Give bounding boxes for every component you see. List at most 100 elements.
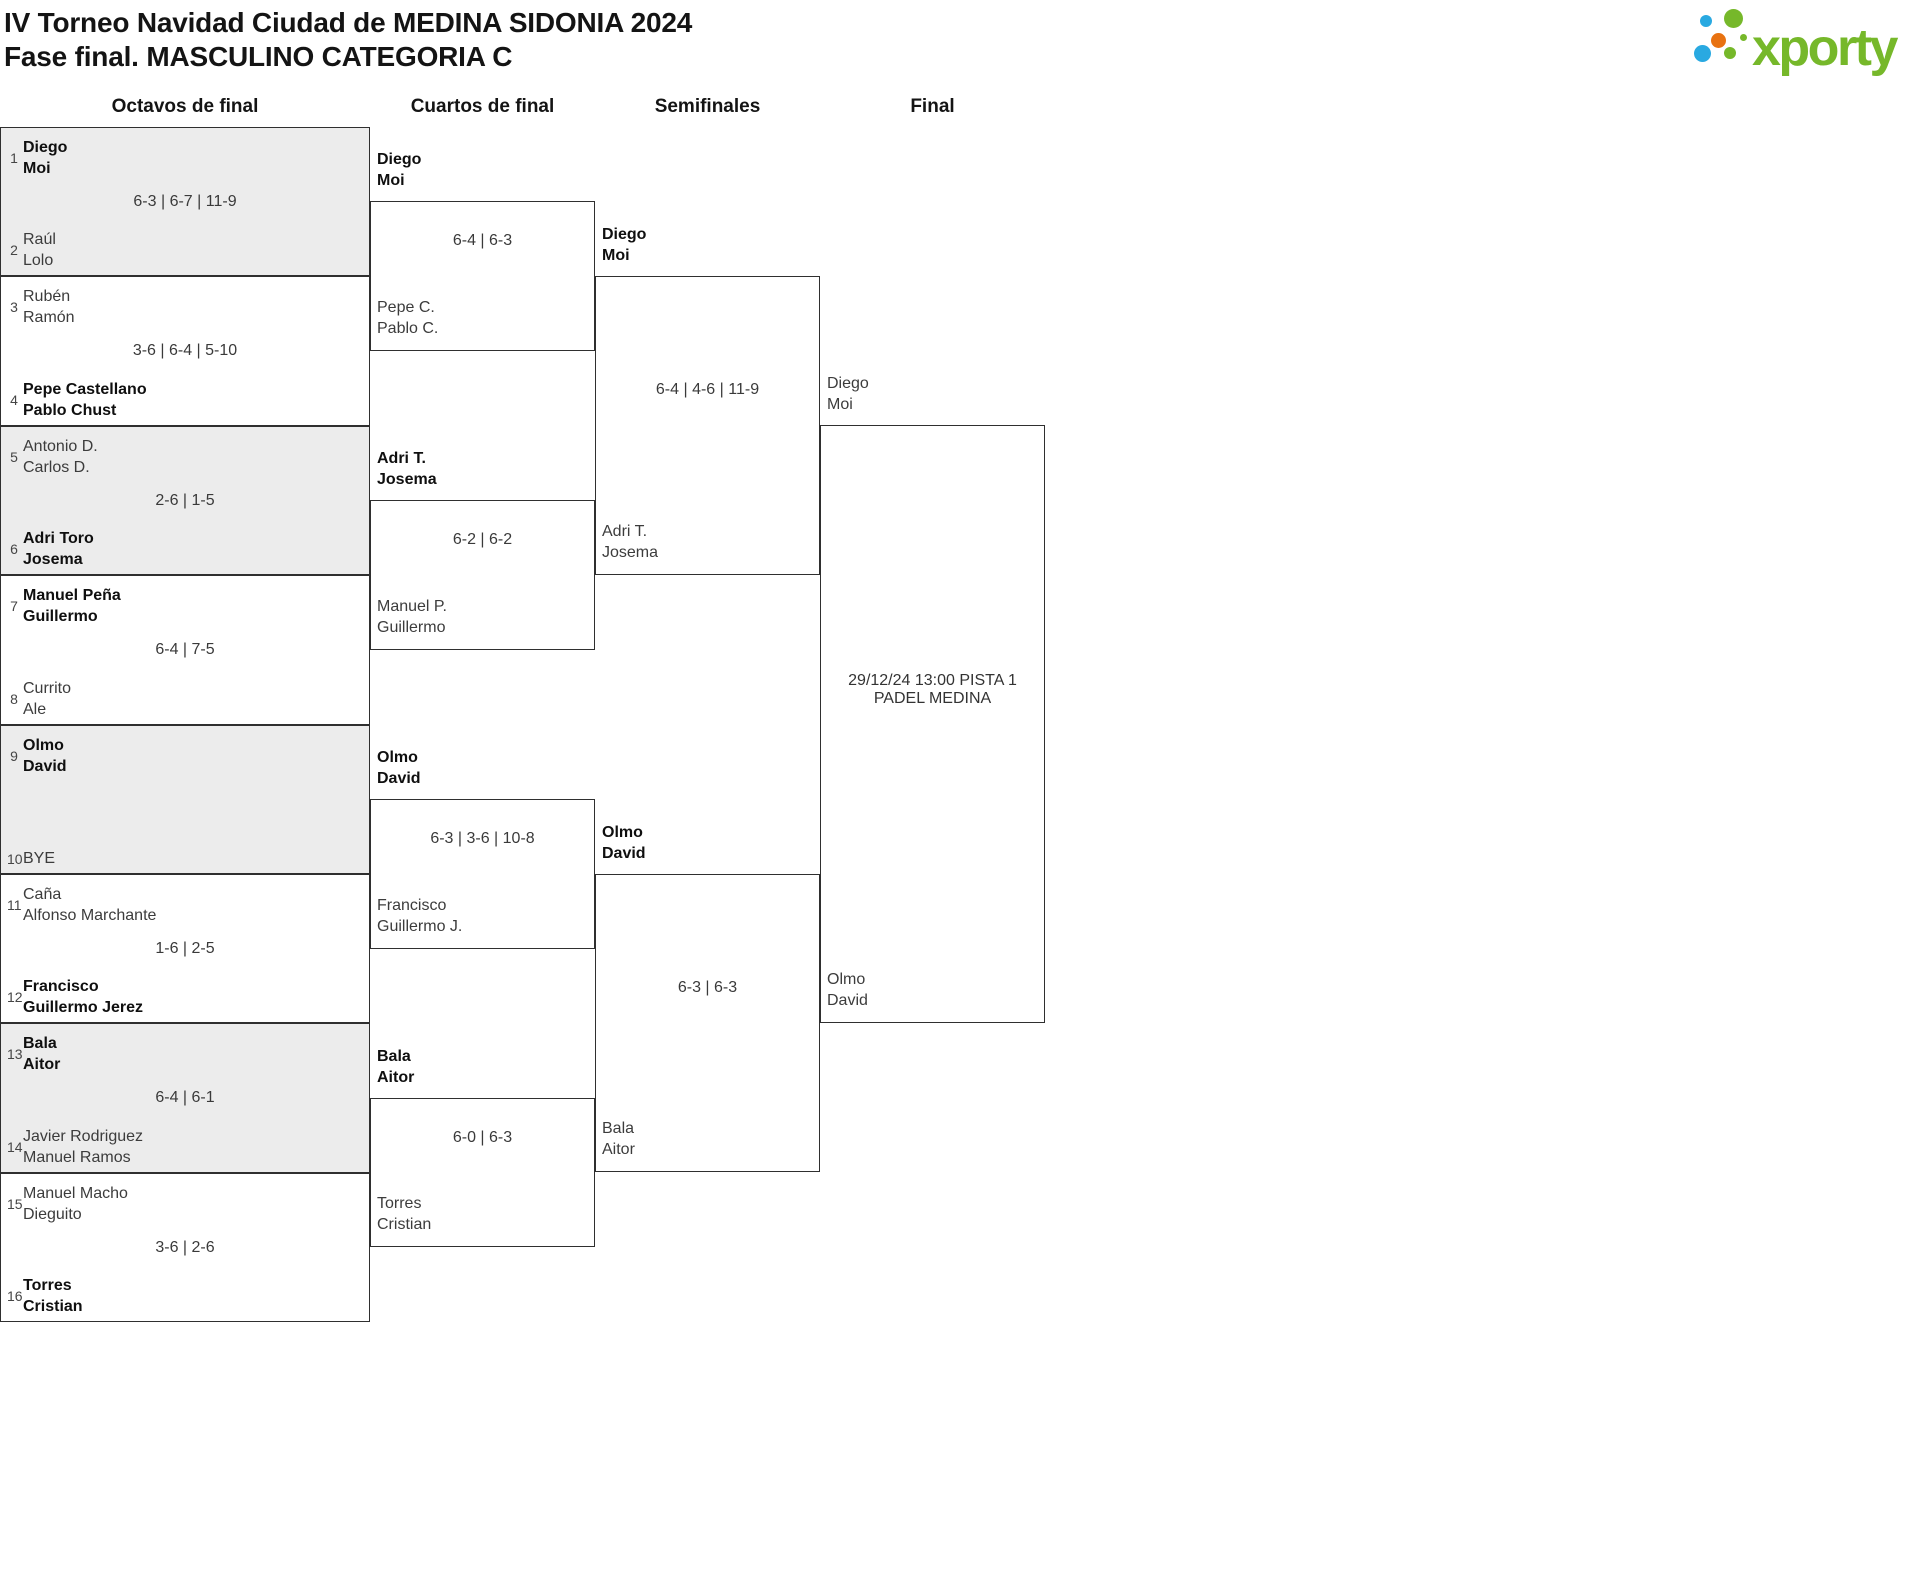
page-title: IV Torneo Navidad Ciudad de MEDINA SIDON… bbox=[4, 7, 693, 38]
octavos-match-3[interactable]: 5 Antonio D.Carlos D. 2-6 | 1-5 6 Adri T… bbox=[0, 426, 370, 575]
column-header-octavos: Octavos de final bbox=[111, 96, 259, 117]
final-schedule: 29/12/24 13:00 PISTA 1 PADEL MEDINA bbox=[848, 672, 1017, 707]
seed-number: 14 bbox=[7, 1139, 23, 1155]
column-header-semifinales: Semifinales bbox=[654, 96, 761, 117]
seed-number: 15 bbox=[7, 1196, 23, 1212]
match-score: 6-3 | 6-7 | 11-9 bbox=[133, 193, 237, 210]
team-name: Antonio D.Carlos D. bbox=[23, 438, 98, 476]
logo-dot-orange bbox=[1711, 33, 1726, 48]
participant-bottom-label: Adri T.Josema bbox=[602, 523, 659, 561]
column-header-cuartos: Cuartos de final bbox=[410, 96, 555, 117]
seed-number: 8 bbox=[10, 691, 18, 707]
logo-dot-green-tiny bbox=[1740, 34, 1747, 41]
seed-number: 9 bbox=[10, 748, 18, 764]
participant-top-label: Adri T.Josema bbox=[377, 450, 437, 488]
quarterfinal-match-2[interactable]: Adri T.Josema 6-2 | 6-2 Manuel P.Guiller… bbox=[370, 450, 595, 650]
seed-number: 11 bbox=[7, 897, 22, 913]
match-score: 3-6 | 2-6 bbox=[155, 1239, 215, 1256]
logo-dot-blue-small bbox=[1700, 15, 1712, 27]
team-slot-top: 5 Antonio D.Carlos D. bbox=[7, 436, 98, 478]
team-name: BYE bbox=[23, 850, 56, 867]
match-score: 6-3 | 3-6 | 10-8 bbox=[430, 830, 535, 847]
seed-number: 4 bbox=[10, 392, 18, 408]
logo-dot-green-small bbox=[1724, 47, 1736, 59]
match-score: 6-4 | 4-6 | 11-9 bbox=[655, 381, 760, 398]
page-subtitle: Fase final. MASCULINO CATEGORIA C bbox=[4, 41, 513, 72]
team-slot-bottom: 10 BYE bbox=[7, 848, 55, 869]
seed-number: 10 bbox=[7, 850, 23, 867]
column-header-final: Final bbox=[910, 96, 955, 117]
header: IV Torneo Navidad Ciudad de MEDINA SIDON… bbox=[4, 6, 692, 74]
seed-number: 3 bbox=[10, 299, 18, 315]
seed-number: 1 bbox=[10, 150, 18, 166]
match-score: 2-6 | 1-5 bbox=[155, 492, 215, 509]
xporty-logo[interactable]: xporty bbox=[1680, 6, 1916, 80]
participant-bottom-label: Manuel P.Guillermo bbox=[377, 598, 447, 636]
seed-number: 13 bbox=[7, 1046, 23, 1062]
match-score: 1-6 | 2-5 bbox=[155, 940, 215, 957]
match-score: 6-3 | 6-3 bbox=[677, 979, 738, 996]
match-score: 6-0 | 6-3 bbox=[452, 1129, 513, 1146]
seed-number: 5 bbox=[10, 449, 18, 465]
match-score: 6-4 | 6-1 bbox=[155, 1089, 215, 1106]
seed-number: 2 bbox=[10, 242, 18, 258]
xporty-logo-text: xporty bbox=[1752, 19, 1898, 77]
match-score: 6-2 | 6-2 bbox=[452, 531, 513, 548]
seed-number: 6 bbox=[10, 541, 18, 557]
seed-number: 7 bbox=[10, 598, 18, 614]
match-score: 6-4 | 7-5 bbox=[155, 641, 215, 658]
logo-dot-green-large bbox=[1724, 9, 1743, 28]
seed-number: 12 bbox=[7, 989, 23, 1005]
participant-bottom-label: Pepe C.Pablo C. bbox=[377, 299, 439, 337]
